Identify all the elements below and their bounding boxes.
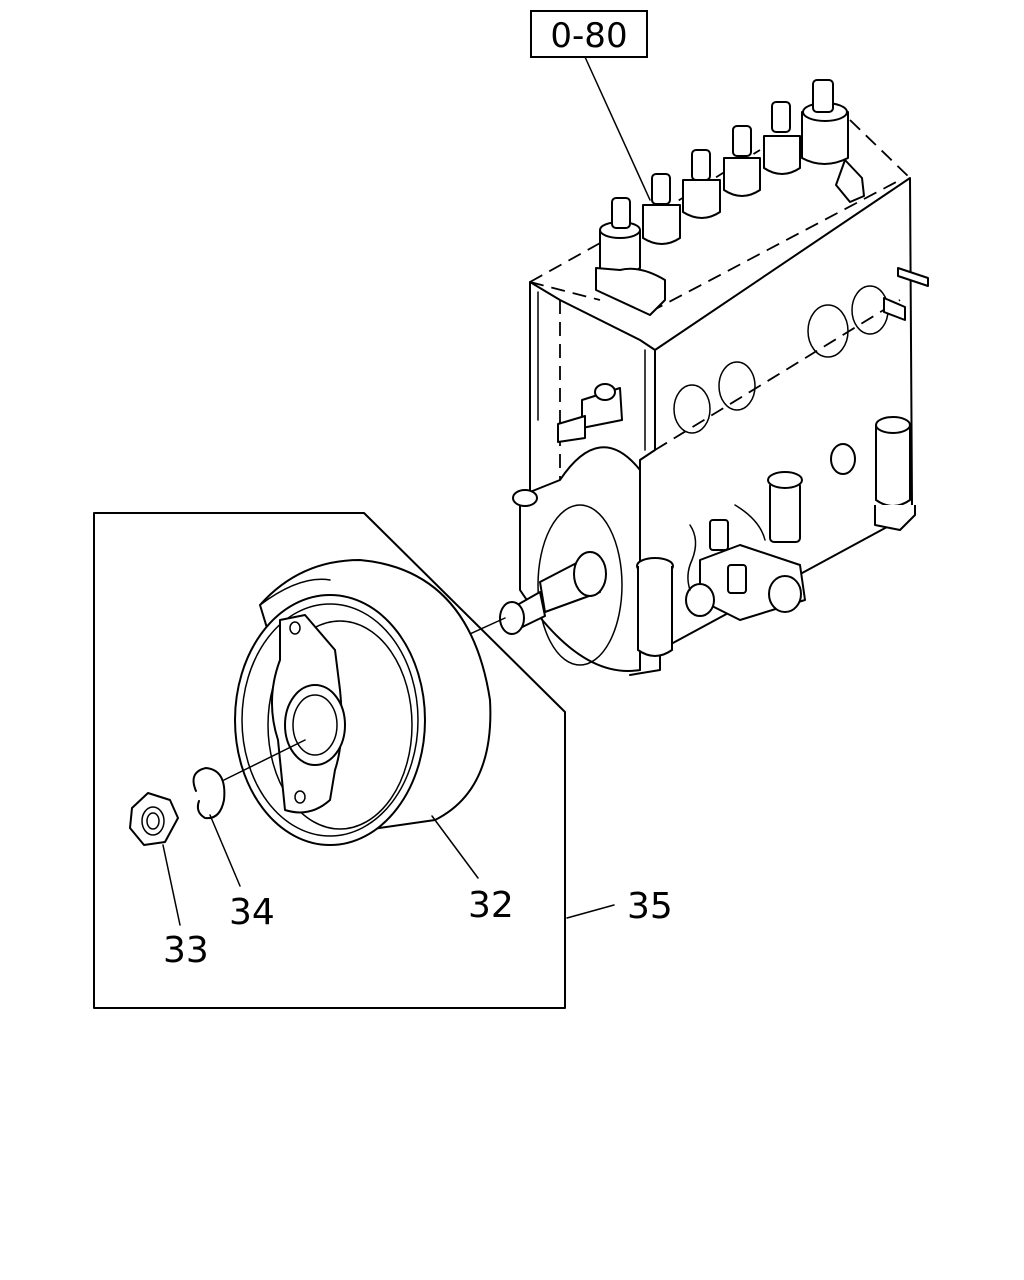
- left-stud: [557, 383, 623, 443]
- nut[interactable]: [129, 792, 179, 846]
- coupling-flange[interactable]: [234, 559, 492, 846]
- reference-label-text: 0-80: [550, 16, 627, 56]
- right-cylinder: [874, 416, 916, 531]
- mounting-flange: [499, 446, 674, 672]
- reference-leader: [584, 56, 651, 201]
- assembly-box: [93, 512, 566, 1009]
- parts-axis: [223, 739, 306, 781]
- leader-34: [209, 814, 241, 887]
- callout-34[interactable]: 34: [229, 892, 275, 933]
- leader-32: [431, 815, 479, 879]
- leader-33: [162, 844, 181, 926]
- side-plugs: [673, 267, 929, 475]
- callout-33[interactable]: 33: [163, 930, 209, 971]
- delivery-valve-holders: [595, 79, 865, 316]
- lock-washer[interactable]: [192, 767, 226, 820]
- callout-32[interactable]: 32: [468, 885, 514, 926]
- feed-pump: [685, 471, 806, 621]
- callout-35[interactable]: 35: [627, 886, 673, 927]
- injection-pump: [499, 79, 929, 676]
- leader-35: [566, 904, 615, 919]
- reference-label[interactable]: 0-80: [530, 10, 648, 58]
